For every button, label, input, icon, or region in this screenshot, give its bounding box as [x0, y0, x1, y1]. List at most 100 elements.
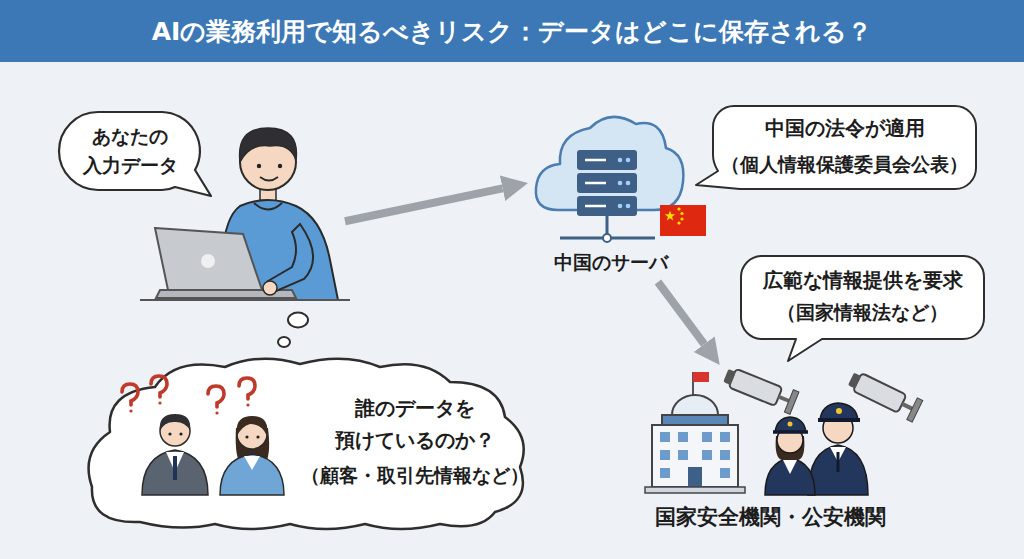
flow-arrow	[658, 282, 704, 344]
node-label: あなたの 入力データ	[59, 112, 201, 190]
server-icon	[626, 158, 631, 163]
server-icon	[603, 234, 611, 242]
police-officer	[783, 460, 797, 474]
police-officer	[818, 418, 860, 422]
police-officer	[837, 452, 840, 472]
worried-woman	[220, 454, 284, 495]
callout-bubble	[741, 256, 984, 361]
government-building	[693, 372, 709, 382]
worried-man	[173, 456, 177, 480]
security-camera	[853, 373, 907, 413]
police-officer	[765, 417, 815, 495]
person-illustration	[240, 128, 297, 162]
worried-woman	[236, 428, 269, 468]
government-building	[645, 372, 745, 493]
police-officer	[776, 436, 805, 460]
node-label: 中国の法令が適用	[712, 111, 977, 145]
worried-man	[168, 432, 171, 435]
government-building	[720, 450, 730, 460]
flow-arrow	[345, 188, 503, 221]
user-node: あなたの 入力データ	[55, 108, 345, 300]
china-flag	[680, 212, 683, 215]
server-icon	[618, 158, 623, 163]
security-camera	[729, 369, 783, 406]
government-building	[660, 432, 730, 478]
worried-woman	[220, 416, 284, 495]
laptop-illustration	[140, 228, 350, 300]
server-node: 中国のサーバ	[528, 100, 710, 282]
person-illustration	[278, 164, 282, 168]
police-officer	[808, 403, 868, 495]
government-building	[660, 468, 670, 478]
speech-bubble	[59, 112, 211, 196]
security-camera	[723, 369, 736, 385]
china-flag	[677, 207, 680, 210]
laptop-illustration	[156, 290, 296, 298]
government-building	[652, 425, 738, 487]
node-label: 国家安全機関・公安機関	[638, 502, 903, 532]
thought-cloud: 誰のデータを 預けているのか？（顧客・取引先情報など）	[80, 352, 532, 532]
laptop-illustration	[201, 254, 215, 268]
server-icon	[577, 150, 637, 170]
question-mark-symbol	[122, 384, 138, 405]
question-mark-symbol	[208, 386, 224, 415]
government-building	[702, 432, 712, 442]
security-camera	[779, 397, 790, 401]
government-building	[660, 450, 670, 460]
police-officer	[773, 430, 808, 434]
security-camera	[848, 373, 861, 389]
person-illustration	[240, 134, 296, 190]
cloud-shape	[536, 117, 684, 210]
question-mark-symbol	[246, 403, 249, 406]
police-officer	[830, 447, 846, 462]
china-flag	[665, 211, 675, 221]
government-building	[645, 487, 745, 493]
worried-woman	[237, 416, 268, 436]
laptop-illustration	[155, 228, 262, 290]
police-officer	[823, 413, 853, 443]
callout-bubble: 中国の法令が適用（個人情報保護委員会公表）	[712, 105, 977, 190]
government-building	[678, 450, 688, 460]
person-illustration	[254, 203, 282, 210]
question-mark-symbol	[208, 386, 224, 407]
police-officer	[765, 458, 815, 495]
node-label: 広範な情報提供を要求	[740, 263, 985, 297]
government-building	[720, 432, 730, 442]
worried-woman	[237, 419, 267, 449]
worried-man	[142, 414, 208, 495]
node-note: （国家情報法など）	[740, 296, 985, 330]
worried-man	[160, 414, 190, 431]
person-illustration	[257, 164, 261, 168]
authority-node: 国家安全機関・公安機関	[638, 365, 965, 535]
thought-bubble-dots	[278, 313, 308, 348]
worried-man	[142, 450, 208, 495]
callout-bubble	[696, 106, 976, 189]
server-icon	[577, 173, 637, 193]
government-building	[678, 432, 688, 442]
title-bar: AIの業務利用で知るべきリスク：データはどこに保存される？	[0, 0, 1024, 62]
worried-man	[166, 452, 184, 472]
security-camera	[907, 398, 923, 422]
person-arm	[268, 224, 313, 292]
government-building	[660, 432, 670, 442]
server-icon	[560, 216, 655, 238]
police-officer	[808, 445, 868, 495]
laptop-illustration	[140, 299, 350, 301]
security-camera	[846, 368, 923, 422]
worried-man	[160, 416, 190, 446]
china-flag	[660, 205, 706, 236]
node-label: 中国のサーバ	[528, 248, 693, 278]
server-icon	[585, 160, 606, 206]
thought-bubble-dots	[288, 313, 308, 328]
question-mark-symbol	[122, 376, 255, 415]
police-officer	[788, 422, 793, 427]
worried-man	[179, 432, 182, 435]
thought-bubble-dots	[278, 337, 290, 347]
worried-woman	[244, 456, 260, 470]
server-icon	[626, 181, 631, 186]
server-icon	[560, 150, 655, 242]
question-mark-symbol	[239, 378, 255, 399]
person-arm	[263, 281, 277, 295]
